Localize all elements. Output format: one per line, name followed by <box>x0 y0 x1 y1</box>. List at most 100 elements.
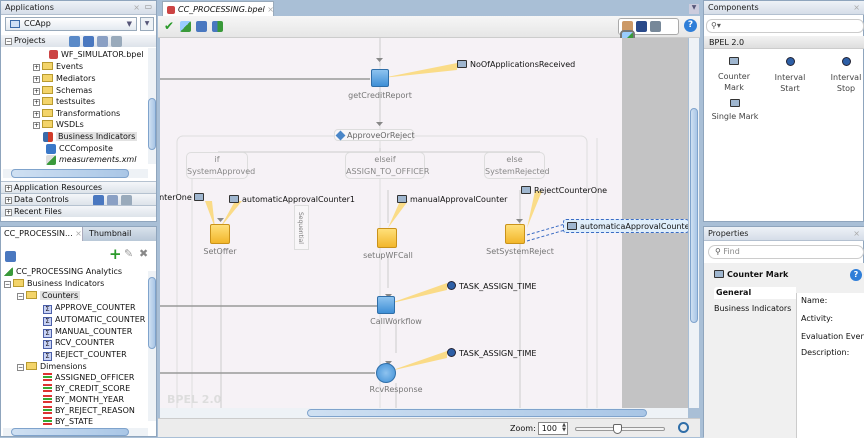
annotation-counter-mark-selected[interactable]: automaticaApprovalCounter2 <box>563 219 688 233</box>
design-view-icon[interactable] <box>622 21 633 32</box>
activity-getcreditreport-icon[interactable] <box>371 69 389 87</box>
tab-thumbnail[interactable]: Thumbnail <box>83 227 156 241</box>
view-icon[interactable] <box>69 36 80 47</box>
tree-item[interactable]: +Transformations <box>33 108 120 119</box>
tab-general[interactable]: General <box>714 287 796 299</box>
edit-icon[interactable]: ✎ <box>124 247 134 260</box>
tree-item[interactable]: −Counters <box>17 290 81 301</box>
components-search[interactable]: ⚲▾ <box>706 19 864 33</box>
monitor-icon[interactable] <box>180 21 191 32</box>
minimize-icon[interactable]: ▭ <box>144 2 152 11</box>
flow-icon[interactable] <box>212 21 223 32</box>
annotation-counter-mark[interactable]: manualApprovalCounter <box>397 195 507 204</box>
application-selector[interactable]: CCApp▼ <box>5 17 137 31</box>
editor-tab[interactable]: CC_PROCESSING.bpel × <box>162 1 274 16</box>
sync-icon[interactable] <box>83 36 94 47</box>
tab-list-button[interactable]: ▼ <box>689 4 699 14</box>
refresh-icon[interactable] <box>196 21 207 32</box>
annotation-counter-mark[interactable]: automaticApprovalCounter1 <box>229 195 355 204</box>
tree-item[interactable]: −Dimensions <box>17 361 87 372</box>
component-single-mark[interactable]: Single Mark <box>710 99 760 122</box>
vertical-scrollbar[interactable] <box>148 48 156 164</box>
view-toggle-group[interactable] <box>618 18 679 45</box>
canvas-horizontal-scrollbar[interactable] <box>160 408 688 418</box>
collapse-icon[interactable]: − <box>17 293 24 300</box>
zoom-slider[interactable] <box>575 424 665 434</box>
bpel-canvas[interactable]: getCreditReport NoOfApplicationsReceived… <box>160 38 688 408</box>
project-toolbar-icons[interactable] <box>69 36 125 48</box>
assign-setoffer-icon[interactable] <box>210 224 230 244</box>
dimension-item[interactable]: BY_REJECT_REASON <box>43 405 135 416</box>
tree-item[interactable]: WF_SIMULATOR.bpel <box>49 49 144 60</box>
tree-item[interactable]: −Business Indicators <box>4 278 104 289</box>
refresh-icon[interactable] <box>93 195 104 206</box>
options-icon[interactable] <box>121 195 132 206</box>
filter-icon[interactable] <box>97 36 108 47</box>
expand-icon[interactable]: + <box>33 76 40 83</box>
monitor-view-icon[interactable] <box>620 30 635 45</box>
sequential-box[interactable]: Sequential <box>294 205 309 250</box>
close-icon[interactable]: × <box>853 229 860 238</box>
expand-icon[interactable]: + <box>33 64 40 71</box>
section-application-resources[interactable]: +Application Resources <box>1 181 156 193</box>
expand-icon[interactable]: + <box>5 209 12 216</box>
validate-icon[interactable]: ✔ <box>164 19 175 33</box>
close-icon[interactable]: × <box>133 3 140 12</box>
projects-header[interactable]: −Projects <box>1 35 156 47</box>
expand-icon[interactable]: + <box>33 122 40 129</box>
collapse-icon[interactable]: − <box>4 281 11 288</box>
dimension-item[interactable]: ASSIGNED_OFFICER <box>43 372 134 383</box>
invoke-callworkflow-icon[interactable] <box>377 296 395 314</box>
zoom-input[interactable]: 100▲▼ <box>538 422 568 435</box>
tree-item[interactable]: +Events <box>33 61 83 72</box>
annotation-counter-mark[interactable]: RejectCounterOne <box>521 186 607 195</box>
dimension-item[interactable]: BY_MONTH_YEAR <box>43 394 124 405</box>
zoom-fit-icon[interactable] <box>678 422 689 433</box>
collapse-icon[interactable]: − <box>17 364 24 371</box>
add-icon[interactable]: + <box>109 245 122 263</box>
tree-item[interactable]: CCComposite <box>46 143 113 154</box>
expand-icon[interactable]: + <box>5 197 12 204</box>
zoom-slider-thumb[interactable] <box>613 424 622 434</box>
horizontal-scrollbar[interactable] <box>3 428 148 436</box>
category-selector[interactable]: BPEL 2.0 <box>704 36 864 49</box>
spinner-icon[interactable]: ▲▼ <box>562 422 566 433</box>
app-menu-button[interactable]: ▼ <box>140 17 154 31</box>
collapse-icon[interactable]: − <box>5 38 12 45</box>
annotation-interval[interactable]: TASK_ASSIGN_TIME <box>447 281 536 291</box>
filter-icon[interactable] <box>107 195 118 206</box>
annotation-interval[interactable]: TASK_ASSIGN_TIME <box>447 348 536 358</box>
tree-item[interactable]: +Schemas <box>33 85 92 96</box>
close-icon[interactable]: × <box>267 5 274 14</box>
tree-item[interactable]: +testsuites <box>33 96 95 107</box>
data-controls-toolbar[interactable] <box>93 195 135 206</box>
receive-rcvresponse-icon[interactable] <box>376 363 396 383</box>
section-recent-files[interactable]: +Recent Files <box>1 205 156 217</box>
vertical-scrollbar[interactable] <box>148 271 156 421</box>
help-icon[interactable]: ? <box>850 269 862 281</box>
close-icon[interactable]: × <box>853 3 860 12</box>
annotation-counter-mark[interactable]: unterOne <box>160 193 207 202</box>
expand-icon[interactable]: + <box>33 99 40 106</box>
expand-icon[interactable]: + <box>33 111 40 118</box>
assign-setupwfcall-icon[interactable] <box>377 228 397 248</box>
section-data-controls[interactable]: +Data Controls <box>1 193 156 206</box>
gear-view-icon[interactable] <box>650 21 661 32</box>
tree-item[interactable]: +Mediators <box>33 73 96 84</box>
switch-approveorreject[interactable]: ApproveOrReject <box>334 129 415 141</box>
dimension-item[interactable]: BY_CREDIT_SCORE <box>43 383 130 394</box>
canvas-vertical-scrollbar[interactable] <box>689 38 699 408</box>
help-icon[interactable]: ? <box>684 19 697 32</box>
tree-root[interactable]: CC_PROCESSING Analytics <box>3 266 122 277</box>
tree-item[interactable]: measurements.xml <box>46 154 136 165</box>
assign-setsystemreject-icon[interactable] <box>505 224 525 244</box>
delete-icon[interactable]: ✖ <box>139 247 149 260</box>
tree-item[interactable]: +WSDLs <box>33 119 84 130</box>
